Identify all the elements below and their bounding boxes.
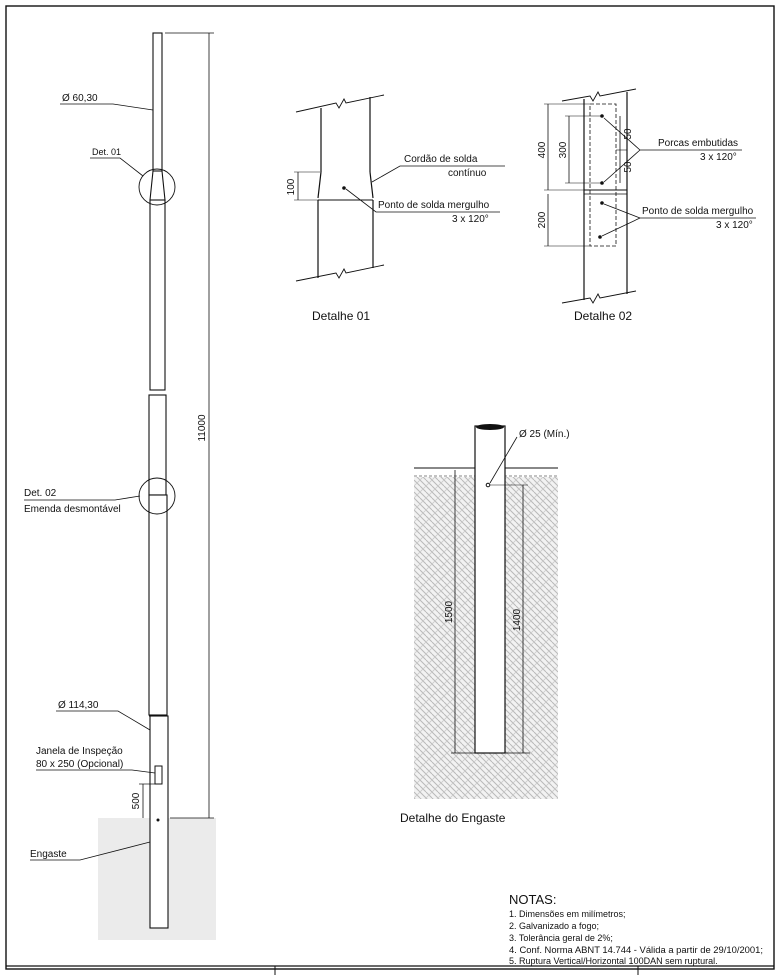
leader-janela — [36, 769, 156, 774]
dim-500-text: 500 — [131, 792, 142, 809]
engaste-hole — [485, 482, 491, 488]
notes-item-5: 5. Ruptura Vertical/Horizontal 100DAN se… — [509, 956, 718, 966]
pole-section-middle — [148, 394, 167, 496]
notes-title: NOTAS: — [509, 892, 556, 907]
d02-dim-300: 300 — [558, 141, 569, 158]
engaste-leader-dia — [489, 436, 518, 484]
pole-section-lower — [148, 494, 168, 716]
d01-break-bottom — [295, 264, 385, 282]
leader-engaste — [30, 841, 151, 861]
det02-ref-label: Det. 02 — [24, 488, 57, 499]
d01-ponto-l2: 3 x 120° — [452, 214, 489, 225]
sheet-border — [5, 5, 775, 970]
dim-11000-text: 11000 — [197, 414, 208, 442]
leader-det01 — [90, 157, 144, 177]
d02-weld-1 — [600, 201, 604, 205]
det01-ref-label: Det. 01 — [92, 147, 121, 157]
d02-weld-2 — [598, 235, 602, 239]
d02-dim-50b: 50 — [623, 161, 634, 173]
detalhe-02: 400 300 200 50 50 Porcas embutidas 3 x 1… — [537, 88, 756, 323]
engaste-dia-label: Ø 25 (Mín.) — [519, 429, 570, 440]
d01-weld-point — [342, 186, 346, 190]
janela-label: Janela de Inspeção — [36, 746, 123, 757]
d02-porcas-l2: 3 x 120° — [700, 152, 737, 163]
leader-dia-top — [60, 103, 154, 111]
engaste-pole — [474, 425, 506, 754]
d02-title: Detalhe 02 — [574, 309, 632, 323]
notes-item-2: 2. Galvanizado a fogo; — [509, 921, 599, 931]
detalhe-01: 100 Cordão de solda contínuo Ponto de so… — [286, 94, 505, 323]
ground-mark-dot — [156, 818, 160, 822]
engaste-title: Detalhe do Engaste — [400, 811, 506, 825]
d02-dim-400: 400 — [537, 141, 548, 158]
engaste-dim-1500: 1500 — [444, 600, 455, 623]
d01-dim-100: 100 — [286, 178, 297, 195]
engaste-pole-top — [476, 424, 504, 430]
pole-taper-1 — [149, 170, 166, 201]
det01-circle — [138, 168, 176, 206]
d01-cordao-l2: contínuo — [448, 168, 487, 179]
d02-dim-50a: 50 — [623, 128, 634, 140]
engaste-label: Engaste — [30, 849, 67, 860]
d01-leader-cordao — [371, 165, 505, 183]
d01-ponto-l1: Ponto de solda mergulho — [378, 200, 490, 211]
notes-item-4: 4. Conf. Norma ABNT 14.744 - Válida a pa… — [509, 945, 763, 955]
notes-item-1: 1. Dimensões em milímetros; — [509, 909, 626, 919]
notes-block: NOTAS: 1. Dimensões em milímetros; 2. Ga… — [509, 892, 763, 966]
d02-inner-sleeve — [589, 103, 617, 247]
engaste-dim-1400: 1400 — [512, 608, 523, 631]
d01-break-top — [295, 94, 385, 113]
leader-dia-bottom — [56, 710, 151, 731]
d02-break-top — [561, 88, 637, 102]
d01-leader-ponto — [345, 188, 500, 213]
d01-taper — [317, 171, 374, 199]
inspection-window — [154, 765, 163, 785]
janela-size-label: 80 x 250 (Opcional) — [36, 759, 123, 770]
d02-ponto-l1: Ponto de solda mergulho — [642, 206, 754, 217]
d01-cordao-l1: Cordão de solda — [404, 154, 478, 165]
leader-det02 — [24, 495, 141, 501]
dia-bottom-label: Ø 114,30 — [58, 700, 99, 711]
notes-item-3: 3. Tolerância geral de 2%; — [509, 933, 613, 943]
d02-leader-ponto-b — [601, 217, 641, 237]
d02-break-bottom — [561, 290, 637, 304]
d02-dim-200: 200 — [537, 211, 548, 228]
d02-leader-porcas-b — [603, 149, 641, 183]
detalhe-engaste: 1500 1400 Ø 25 (Mín.) Detalhe do Engaste — [400, 424, 570, 825]
dia-top-label: Ø 60,30 — [62, 93, 98, 104]
main-pole-view: 11000 500 Ø 60,30 Det. 01 Det. 02 Emenda… — [24, 32, 216, 940]
pole-section-base — [149, 715, 169, 929]
det02-desc-label: Emenda desmontável — [24, 504, 121, 515]
d02-ponto-l2: 3 x 120° — [716, 220, 753, 231]
pole-section-middle-upper — [149, 199, 166, 391]
d02-porcas-l1: Porcas embutidas — [658, 138, 738, 149]
pole-section-top — [152, 32, 163, 172]
d01-title: Detalhe 01 — [312, 309, 370, 323]
